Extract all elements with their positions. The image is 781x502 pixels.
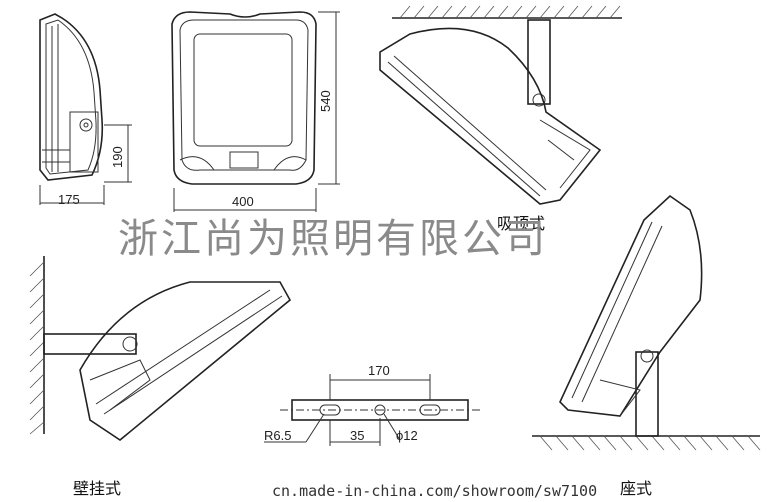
front-width-dim: 400 (232, 194, 254, 209)
ceiling-mount-view: 吸顶式 (379, 5, 622, 233)
bracket-view: 170 R6.5 35 ϕ12 (264, 363, 480, 446)
wall-label: 壁挂式 (73, 479, 121, 498)
url-watermark: cn.made-in-china.com/showroom/sw7100 (272, 482, 597, 500)
bracket-hole-dim: ϕ12 (396, 428, 418, 443)
bracket-span-dim: 170 (368, 363, 390, 378)
front-view: 400 540 (171, 11, 340, 212)
bracket-radius-dim: R6.5 (264, 428, 291, 443)
side-width-dim: 175 (58, 192, 80, 207)
ceiling-label: 吸顶式 (497, 214, 545, 233)
company-watermark: 浙江尚为照明有限公司 (118, 216, 548, 262)
side-view: 175 190 (39, 13, 132, 207)
side-height-dim: 190 (110, 146, 125, 168)
front-height-dim: 540 (318, 90, 333, 112)
bracket-offset-dim: 35 (350, 428, 364, 443)
floor-label: 座式 (620, 479, 652, 498)
wall-mount-view: 壁挂式 (29, 256, 292, 498)
floor-mount-view: 座式 (532, 194, 761, 498)
